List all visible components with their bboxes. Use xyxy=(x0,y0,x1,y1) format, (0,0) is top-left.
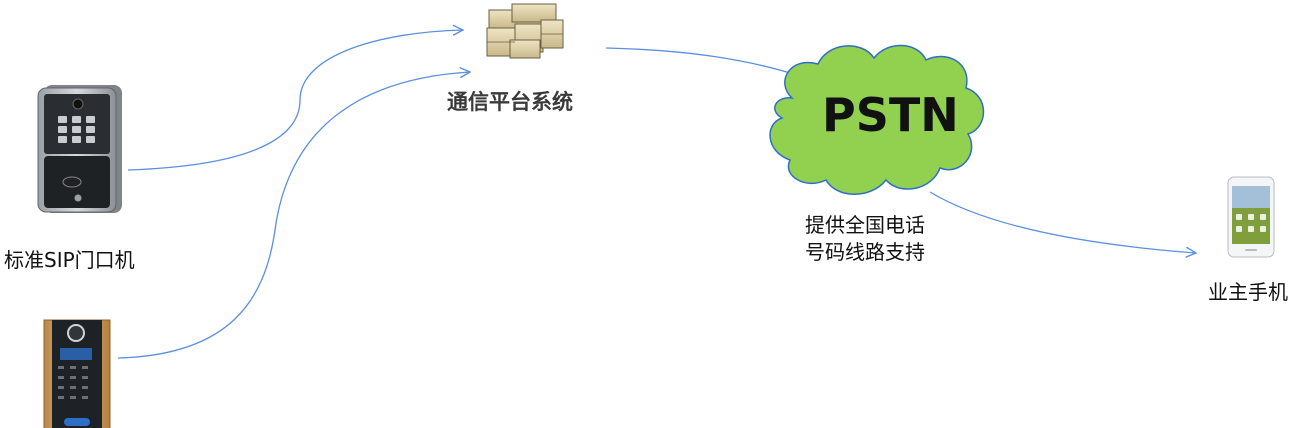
server-stack-icon xyxy=(486,3,564,59)
arrow-door2-to-platform xyxy=(117,72,470,359)
smartphone-icon xyxy=(1227,176,1275,258)
pstn-note-line2: 号码线路支持 xyxy=(805,240,925,264)
pstn-cloud-icon xyxy=(769,44,985,195)
sip-door-station-keypad-icon xyxy=(37,85,122,213)
arrow-door1-to-platform xyxy=(127,30,463,171)
owner-phone-label: 业主手机 xyxy=(1208,280,1288,304)
wooden-door-station-icon xyxy=(43,319,111,428)
pstn-note: 提供全国电话 号码线路支持 xyxy=(790,212,940,266)
sip-door-station-label: 标准SIP门口机 xyxy=(4,248,135,272)
pstn-label: PSTN xyxy=(822,88,959,142)
arrow-platform-to-pstn xyxy=(605,47,801,77)
pstn-note-line1: 提供全国电话 xyxy=(805,213,925,237)
platform-label: 通信平台系统 xyxy=(447,90,573,114)
arrow-pstn-to-phone xyxy=(929,191,1196,253)
